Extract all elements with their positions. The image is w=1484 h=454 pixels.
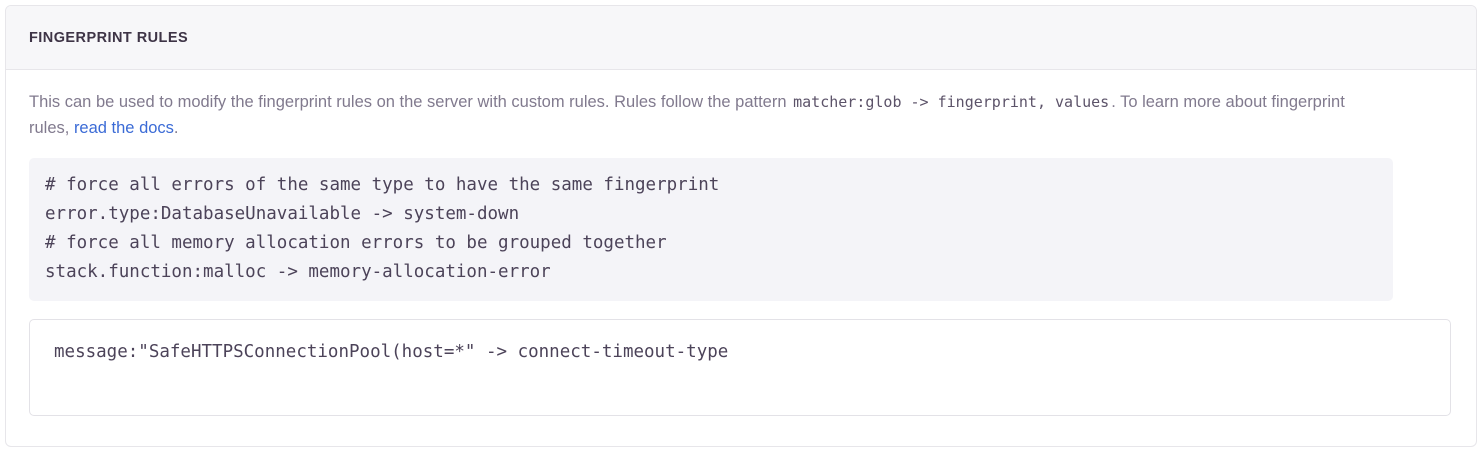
code-line: error.type:DatabaseUnavailable -> system… <box>45 204 520 224</box>
description-part-3: . <box>173 119 179 137</box>
example-code-block: # force all errors of the same type to h… <box>29 158 1393 301</box>
read-the-docs-link[interactable]: read the docs <box>73 119 174 137</box>
page-title: FINGERPRINT RULES <box>29 29 189 46</box>
panel-body: This can be used to modify the fingerpri… <box>6 70 1476 416</box>
fingerprint-rules-input[interactable] <box>29 319 1451 416</box>
description-part-1: This can be used to modify the fingerpri… <box>29 93 792 111</box>
fingerprint-rules-panel: FINGERPRINT RULES This can be used to mo… <box>5 5 1477 447</box>
panel-header: FINGERPRINT RULES <box>6 6 1476 70</box>
code-line: # force all errors of the same type to h… <box>45 175 720 195</box>
description-part-2: . To learn more about fingerprint rules, <box>29 93 1345 137</box>
description-text: This can be used to modify the fingerpri… <box>29 89 1389 141</box>
code-line: # force all memory allocation errors to … <box>45 233 667 253</box>
inline-code-pattern: matcher:glob -> fingerprint, values <box>793 93 1110 111</box>
code-line: stack.function:malloc -> memory-allocati… <box>45 262 551 282</box>
